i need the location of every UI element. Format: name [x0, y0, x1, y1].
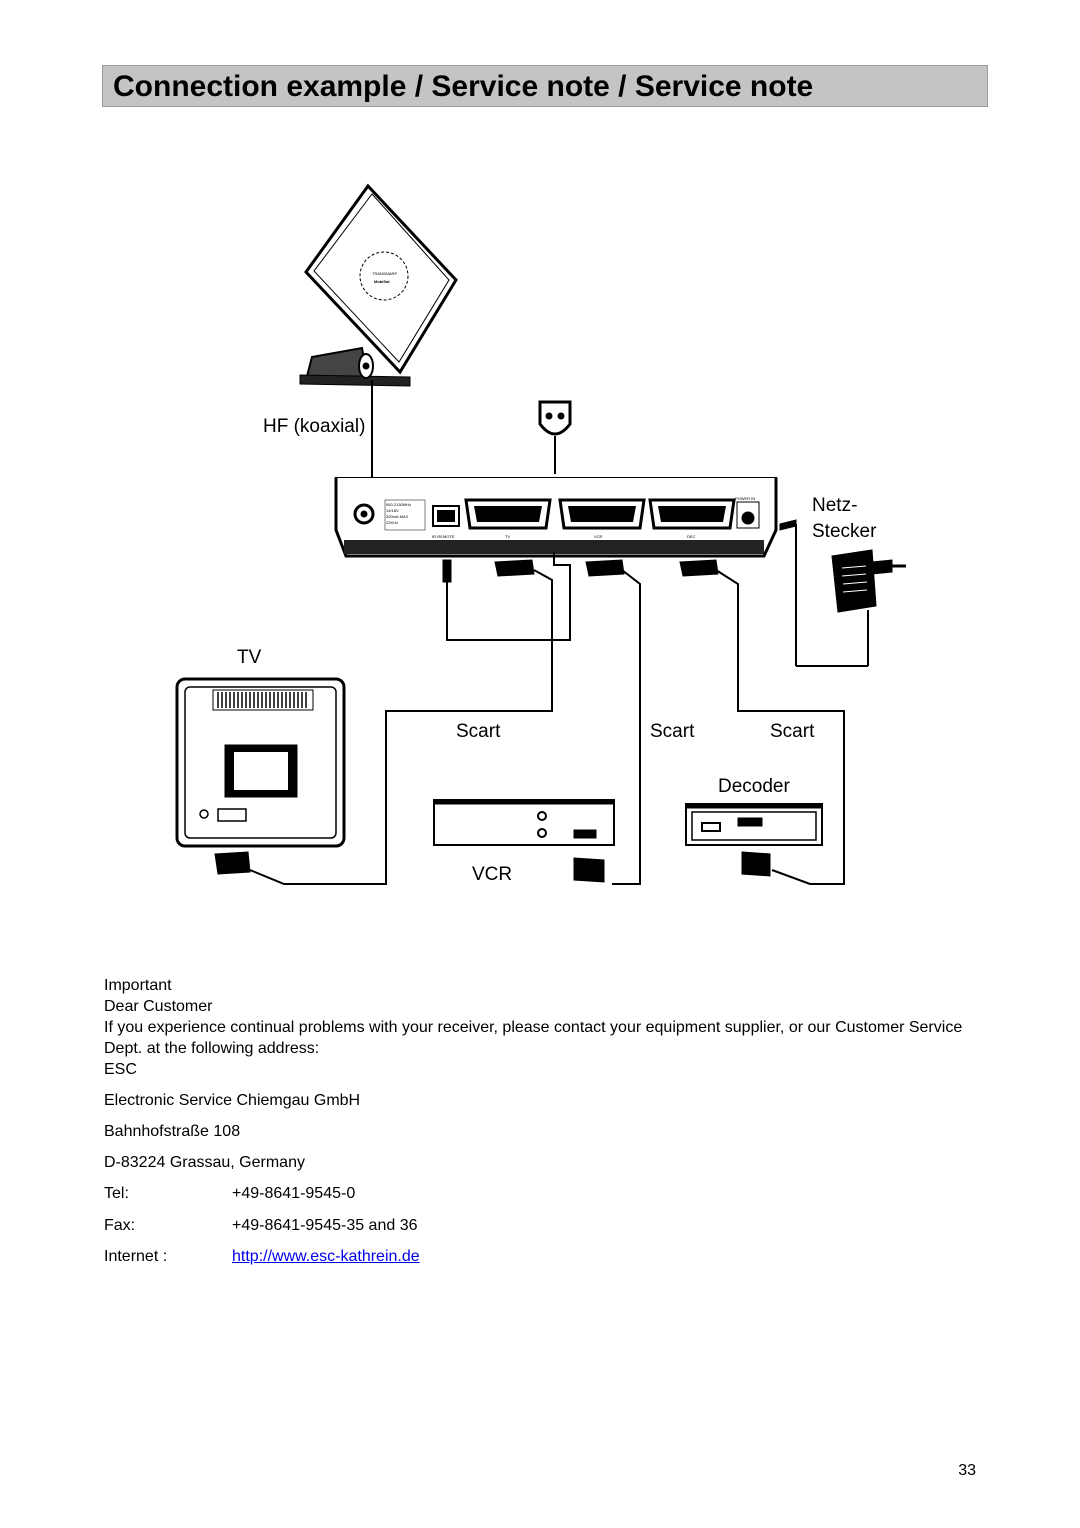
svg-text:300mA MAX: 300mA MAX — [386, 514, 409, 519]
decoder-icon — [685, 803, 823, 877]
mains-plug-icon — [538, 400, 572, 474]
address-street: Bahnhofstraße 108 — [104, 1123, 241, 1140]
scart-label-vcr: Scart — [456, 721, 501, 742]
title-bar: Connection example / Service note / Serv… — [102, 65, 988, 107]
satellite-dish: TRANSMARP MobiSat — [299, 183, 458, 387]
port-label-ir: IR-REMOTE — [432, 534, 455, 539]
note-esc: ESC — [104, 1061, 137, 1078]
note-important: Important — [104, 977, 172, 994]
hf-label: HF (koaxial) — [263, 416, 365, 437]
note-salutation: Dear Customer — [104, 998, 213, 1015]
fax-value: +49-8641-9545-35 and 36 — [232, 1217, 418, 1234]
tel-label: Tel: — [104, 1185, 129, 1202]
internet-row: Internet : http://www.esc-kathrein.de — [104, 1246, 420, 1267]
address-company: Electronic Service Chiemgau GmbH — [104, 1092, 361, 1109]
netz-label-2: Stecker — [812, 521, 877, 542]
netz-label-1: Netz- — [812, 495, 857, 516]
vcr-icon — [433, 799, 615, 883]
dish-brand: MobiSat — [374, 279, 390, 284]
dish-model: TRANSMARP — [372, 271, 397, 276]
scart-label-decoder-2: Scart — [770, 721, 815, 742]
scart-label-decoder-1: Scart — [650, 721, 695, 742]
fax-label: Fax: — [104, 1217, 136, 1234]
service-note: Important Dear Customer If you experienc… — [104, 975, 964, 1080]
port-label-power: POWER IN — [735, 496, 755, 501]
page-title: Connection example / Service note / Serv… — [113, 70, 814, 103]
internet-label: Internet : — [104, 1248, 168, 1265]
port-label-tv: TV — [505, 534, 510, 539]
fax-row: Fax: +49-8641-9545-35 and 36 — [104, 1215, 418, 1236]
svg-text:22KHz: 22KHz — [386, 520, 398, 525]
address-city: D-83224 Grassau, Germany — [104, 1154, 305, 1171]
page-number: 33 — [958, 1462, 976, 1479]
tel-value: +49-8641-9545-0 — [232, 1185, 356, 1202]
port-label-vcr: VCR — [594, 534, 603, 539]
power-adapter-icon — [779, 519, 906, 667]
internet-link[interactable]: http://www.esc-kathrein.de — [232, 1248, 420, 1265]
svg-text:14/18V: 14/18V — [386, 508, 399, 513]
receiver: 950-2150MHz 14/18V 300mA MAX 22KHz IR-RE… — [334, 477, 778, 558]
tel-row: Tel: +49-8641-9545-0 — [104, 1183, 355, 1204]
vcr-label: VCR — [472, 864, 512, 885]
tv-label: TV — [237, 647, 262, 668]
decoder-label: Decoder — [718, 776, 790, 797]
port-label-dec: DEC — [687, 534, 696, 539]
svg-text:950-2150MHz: 950-2150MHz — [386, 502, 411, 507]
connection-diagram: TRANSMARP MobiSat HF (koaxial) 950-2150M… — [175, 183, 906, 885]
tv-icon — [175, 677, 346, 875]
note-body: If you experience continual problems wit… — [104, 1019, 963, 1057]
